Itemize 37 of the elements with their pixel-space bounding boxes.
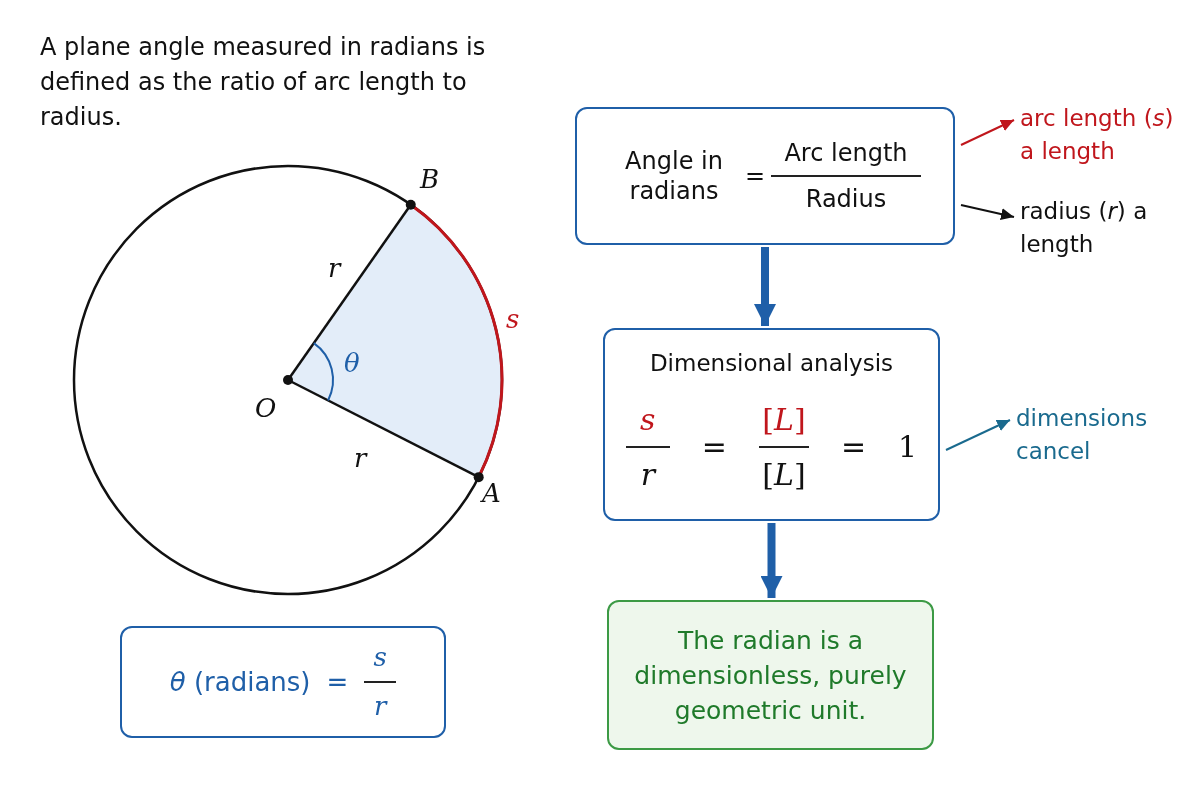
arrow: [960, 119, 1015, 146]
dimension-numerator: [L]: [762, 400, 806, 439]
equals-sign: =: [326, 665, 349, 699]
equals-sign: =: [744, 161, 766, 192]
arrow: [945, 419, 1011, 451]
arrow: [760, 523, 783, 598]
formula-box: [603, 328, 940, 521]
conclusion-text: The radian is a dimensionless, purely geometric unit.: [633, 624, 908, 727]
annotation-text: dimensions cancel: [1016, 402, 1166, 469]
diagram-label: r: [328, 255, 341, 281]
box-heading: Dimensional analysis: [649, 349, 894, 378]
dimension-denominator: [L]: [762, 455, 806, 494]
intro-text: A plane angle measured in radians is defined as the ratio of arc length to radius.: [40, 32, 487, 133]
formula-numerator: Arc length: [784, 138, 908, 169]
conclusion-box: [607, 600, 934, 750]
annotation-text: arc length (s) a length: [1020, 102, 1192, 169]
ratio-denominator: r: [640, 455, 655, 494]
diagram-label: θ: [344, 350, 360, 376]
diagram-label: O: [255, 395, 277, 421]
diagram-label: r: [354, 445, 367, 471]
ratio-denominator: r: [374, 690, 387, 723]
annotation-text: radius (r) a length: [1020, 195, 1180, 262]
ratio-numerator: s: [373, 641, 387, 674]
result-value: 1: [898, 428, 918, 466]
equals-sign: =: [840, 428, 867, 466]
diagram-label: A: [482, 480, 501, 506]
formula-denominator: Radius: [805, 184, 887, 215]
arrow: [754, 247, 776, 326]
formula-box: [120, 626, 446, 738]
formula-term: θ (radians): [169, 665, 311, 699]
equals-sign: =: [701, 428, 727, 466]
ratio-numerator: s: [640, 400, 656, 439]
formula-term: Angle in radians: [624, 146, 724, 206]
diagram-label: s: [506, 306, 520, 332]
diagram-label: B: [420, 166, 440, 192]
formula-box: [575, 107, 955, 245]
arrow: [960, 204, 1015, 220]
